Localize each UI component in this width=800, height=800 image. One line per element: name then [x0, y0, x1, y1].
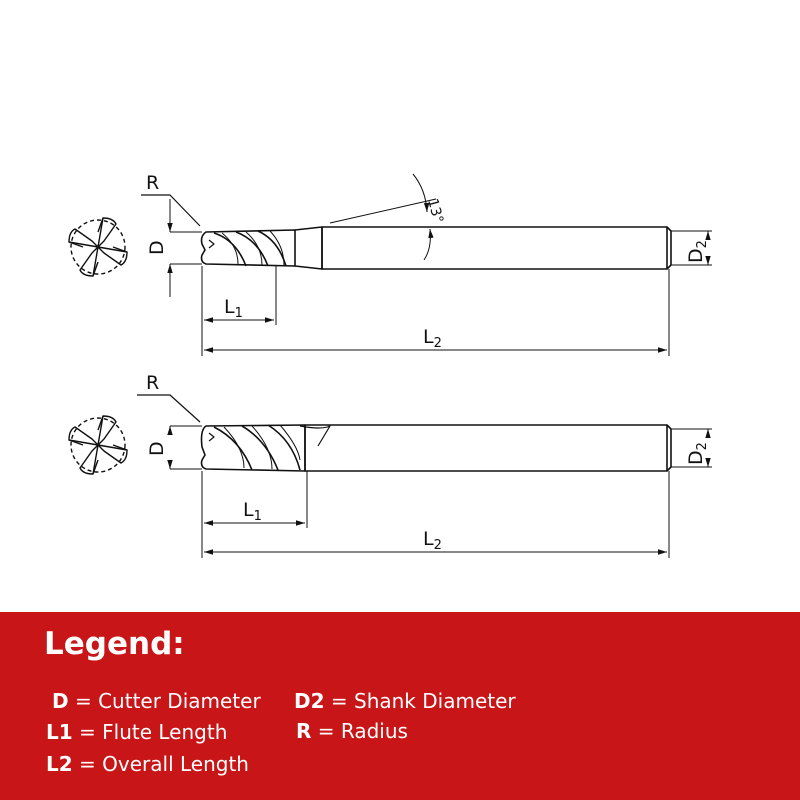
- top-end-view-icon: [68, 217, 128, 277]
- top-end-mill: [68, 173, 712, 356]
- bottom-r-label: R: [146, 372, 159, 394]
- top-shank: [321, 226, 668, 270]
- top-d-label: D: [146, 240, 168, 255]
- legend-item-r: R = Radius: [296, 719, 408, 743]
- legend-item-d: D = Cutter Diameter: [52, 689, 261, 713]
- legend-item-l2: L2 = Overall Length: [46, 752, 249, 776]
- top-d2-label: D2: [685, 240, 710, 263]
- end-mill-drawing: R D L1 L2 D2 13°: [68, 172, 712, 558]
- bottom-end-mill: [68, 394, 712, 558]
- top-cutter: [200, 229, 296, 267]
- legend-key: L2: [46, 752, 73, 776]
- top-l2-label: L2: [423, 326, 442, 351]
- legend-desc: = Radius: [317, 719, 408, 743]
- legend-key: D: [52, 689, 69, 713]
- bottom-shank: [304, 424, 668, 472]
- legend-desc: = Shank Diameter: [330, 689, 516, 713]
- top-angle-label: 13°: [424, 197, 446, 225]
- legend-item-l1: L1 = Flute Length: [46, 720, 227, 744]
- legend-key: D2: [294, 689, 325, 713]
- legend-key: L1: [46, 720, 73, 744]
- top-l1-label: L1: [224, 296, 243, 321]
- legend-panel: Legend: D = Cutter Diameter L1 = Flute L…: [0, 612, 800, 800]
- bottom-end-view-icon: [68, 415, 128, 475]
- legend-key: R: [296, 719, 312, 743]
- legend-desc: = Overall Length: [79, 752, 249, 776]
- top-r-label: R: [146, 172, 159, 194]
- legend-item-d2: D2 = Shank Diameter: [294, 689, 516, 713]
- bottom-d-label: D: [146, 441, 168, 456]
- legend-desc: = Flute Length: [79, 720, 228, 744]
- bottom-cutter: [200, 424, 306, 472]
- legend-desc: = Cutter Diameter: [74, 689, 261, 713]
- legend-title: Legend:: [44, 626, 185, 662]
- bottom-l2-label: L2: [423, 528, 442, 553]
- bottom-l1-label: L1: [243, 499, 262, 524]
- bottom-d2-label: D2: [685, 442, 710, 465]
